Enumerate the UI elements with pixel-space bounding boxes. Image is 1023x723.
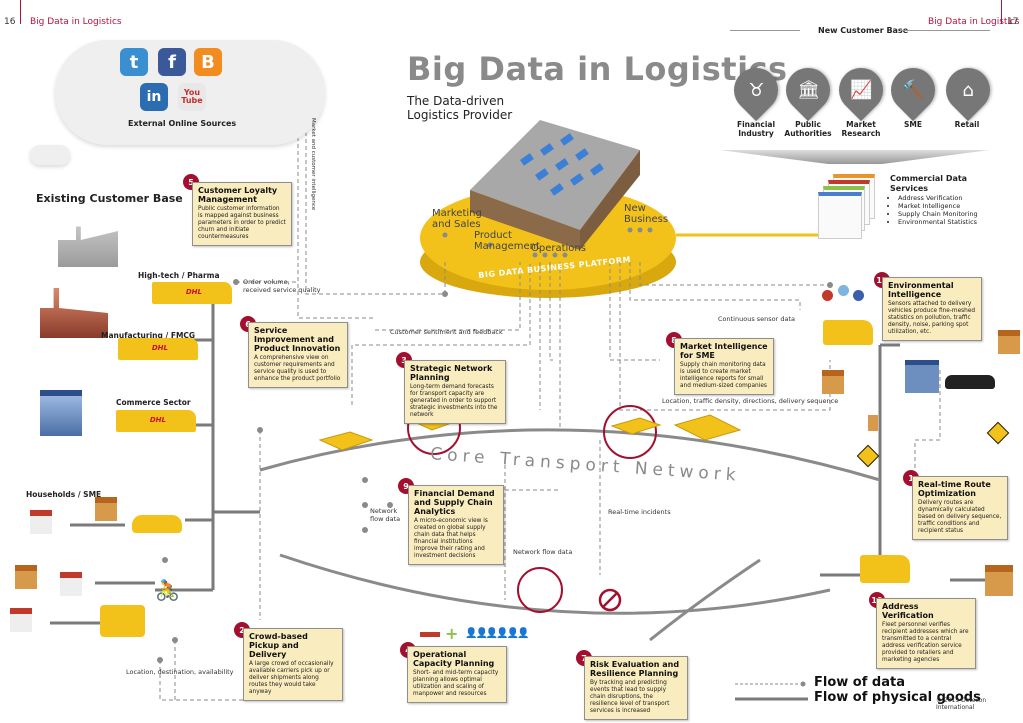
- house-icon: [985, 565, 1013, 596]
- house-icon: [95, 497, 117, 521]
- service-item: Address Verification: [898, 194, 978, 202]
- dhl-truck: DHL: [118, 338, 198, 360]
- core-network-arc-bottom: [279, 553, 831, 615]
- plus-icon: +: [445, 624, 459, 643]
- linkedin-icon: in: [140, 83, 168, 111]
- minus-icon: [420, 632, 440, 637]
- running-title-left: Big Data in Logistics: [30, 17, 122, 27]
- warehouse-wall: [470, 190, 580, 250]
- house-icon: [822, 370, 844, 394]
- blogger-icon: B: [194, 48, 222, 76]
- segment-manufacturing: Manufacturing / FMCG: [101, 331, 196, 340]
- house-icon: [60, 572, 82, 596]
- service-window-blue: [818, 192, 862, 239]
- market-intelligence-label: Market and customer intelligence: [310, 118, 316, 211]
- service-item: Environmental Statistics: [898, 218, 978, 226]
- service-item: Market Intelligence: [898, 202, 978, 210]
- service-item: Supply Chain Monitoring: [898, 210, 978, 218]
- new-customer-sme: SME: [904, 120, 922, 129]
- sensor-icon: [838, 285, 849, 296]
- traffic-car-icon: [945, 375, 995, 389]
- house-icon: [15, 565, 37, 589]
- bicycle-courier-icon: 🚴: [155, 578, 180, 602]
- subtitle-line1: The Data-driven: [407, 94, 505, 108]
- shop-building-icon: [905, 360, 939, 393]
- main-title: Big Data in Logistics: [407, 50, 788, 88]
- use-case-financial-demand: Financial Demand and Supply Chain Analyt…: [408, 485, 504, 565]
- dhl-truck: DHL: [116, 410, 196, 432]
- realtime-incidents-label: Real-time incidents: [608, 508, 671, 516]
- platform-area-operations: Operations: [531, 243, 586, 254]
- delivery-van-icon: [860, 555, 910, 583]
- delivery-van-icon: [823, 320, 873, 345]
- legend-data-flow: Flow of data: [814, 675, 905, 690]
- header-rule-right: [1001, 0, 1002, 24]
- house-icon: [10, 608, 32, 632]
- facebook-icon: f: [158, 48, 186, 76]
- running-title-right: Big Data in Logistics: [928, 17, 1020, 27]
- legend-physical-flow: Flow of physical goods: [814, 690, 981, 705]
- network-flow-label: Network flow data: [513, 548, 573, 556]
- copyright: © 2013 Detecon International: [936, 697, 987, 711]
- hub-rings: [407, 401, 657, 613]
- tram-icon: [100, 605, 145, 637]
- thermometer-icon: [822, 290, 833, 301]
- customer-sentiment-label: Customer sentiment and feedback: [390, 328, 503, 336]
- page-number-right: 17: [1007, 17, 1019, 27]
- house-icon: [868, 415, 878, 431]
- data-flow-lines: [159, 117, 941, 701]
- warehouse-roof: [470, 120, 640, 230]
- physical-flow-lines: [50, 295, 990, 625]
- shop-building-icon: [40, 390, 82, 436]
- continuous-sensor-label: Continuous sensor data: [718, 315, 796, 323]
- blocked-route-sign: [598, 588, 622, 612]
- solar-panels: [520, 133, 604, 196]
- small-cloud: [30, 145, 70, 165]
- segment-households: Households / SME: [26, 490, 102, 499]
- close-icon: [853, 290, 864, 301]
- external-sources-label: External Online Sources: [128, 119, 237, 128]
- workforce-icon: 👤👤👤👤👤👤: [465, 628, 530, 639]
- new-customer-retail: Retail: [954, 120, 980, 129]
- core-network-arc-top: [259, 428, 881, 482]
- subtitle-line2: Logistics Provider: [407, 108, 513, 122]
- twitter-icon: t: [120, 48, 148, 76]
- existing-customer-base-heading: Existing Customer Base: [36, 192, 183, 205]
- dhl-truck: DHL: [152, 282, 232, 304]
- header-rule-left: [20, 0, 21, 24]
- location-traffic-label: Location, traffic density, directions, d…: [662, 397, 839, 405]
- taxi-icon: [132, 515, 182, 533]
- crowd-data-label: Location, destination, availability: [126, 668, 234, 676]
- house-icon: [30, 510, 52, 534]
- segment-commerce: Commerce Sector: [116, 398, 191, 407]
- segment-hightech: High-tech / Pharma: [138, 271, 220, 280]
- new-customer-base-heading: New Customer Base: [818, 26, 909, 35]
- commercial-services-list: Address Verification Market Intelligence…: [890, 194, 978, 226]
- order-volume-label: Order volume,received service quality: [243, 278, 321, 294]
- use-case-service-improvement: Service Improvement and Product Innovati…: [248, 322, 348, 388]
- page-number-left: 16: [4, 17, 16, 27]
- house-icon: [998, 330, 1020, 354]
